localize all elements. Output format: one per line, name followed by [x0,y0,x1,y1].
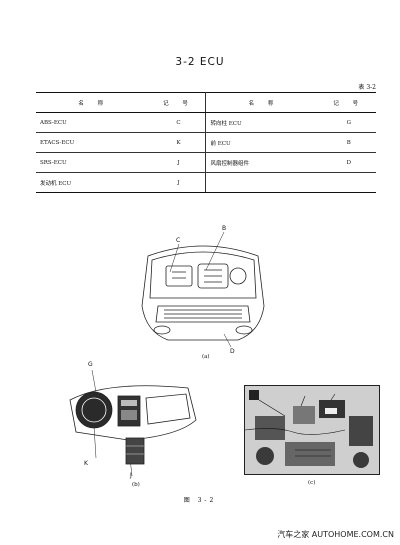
callout-c: C [176,237,181,244]
engine-photo-illustration [245,386,379,474]
figure-c-engine-photo [244,385,380,475]
figure-c-caption: (c) [308,480,316,486]
callout-g: G [88,361,93,368]
section-title: 3-2 ECU [175,56,225,68]
cell-code-right [321,172,376,193]
table-row: SRS-ECU J 风扇控制器组件 D [36,152,376,173]
figure-title: 图 3-2 [183,497,217,504]
ecu-table: 名 称 记 号 名 称 记 号 ABS-ECU C 转向柱 ECU G ETAC… [36,92,376,193]
callout-k: K [84,460,88,467]
cell-name-right [205,172,322,193]
figure-b-dashboard [68,376,198,470]
figure-a-caption: (a) [202,354,210,360]
table-number: 表 3-2 [358,84,376,91]
figure-b-caption: (b) [132,482,140,488]
engine-bay-illustration [141,245,265,341]
dashboard-illustration [69,385,197,465]
cell-code-left: J [151,172,207,193]
callout-d: D [230,348,235,355]
cell-name-left: 发动机 ECU [36,172,152,193]
figure-a-engine-bay [138,236,268,346]
table-header-row: 名 称 记 号 名 称 记 号 [36,92,376,113]
watermark: 汽车之家 AUTOHOME.COM.CN [277,530,394,539]
callout-b: B [222,225,227,232]
table-row: 发动机 ECU J [36,172,376,193]
callout-j: J [130,472,132,479]
